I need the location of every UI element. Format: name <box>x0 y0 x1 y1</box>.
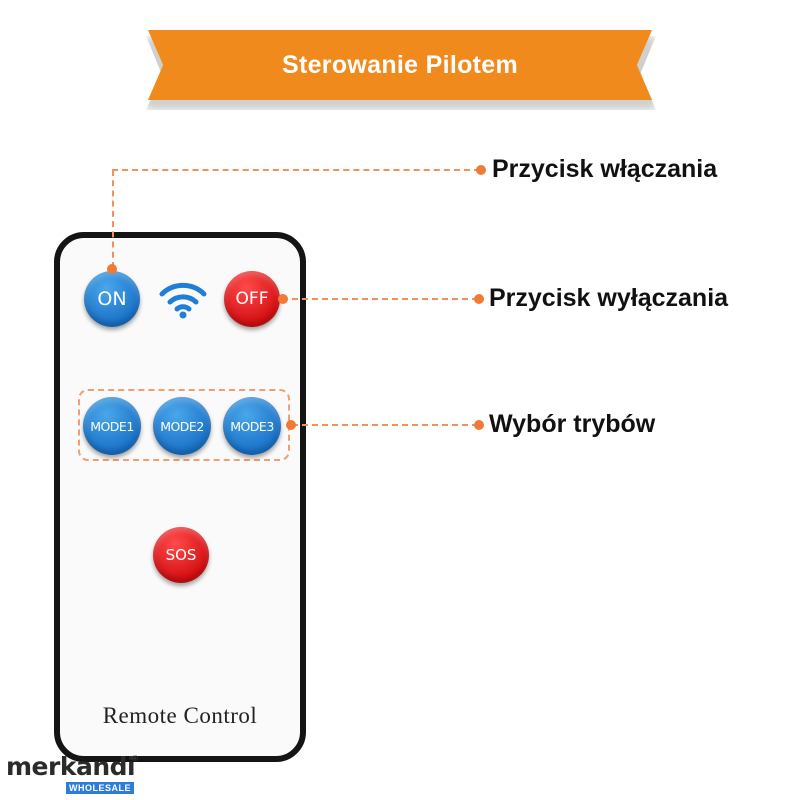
callout-on-anchor-dot <box>107 264 117 274</box>
mode1-button[interactable]: MODE1 <box>83 397 141 455</box>
logo-name: merkandi <box>6 752 136 781</box>
sos-button[interactable]: SOS <box>153 527 209 583</box>
wifi-icon <box>159 282 207 319</box>
off-button[interactable]: OFF <box>224 271 280 327</box>
off-button-label: OFF <box>235 289 269 309</box>
title-banner: Sterowanie Pilotem <box>140 28 660 110</box>
callout-off-line <box>282 298 478 300</box>
logo-registered-mark: ® <box>132 754 138 763</box>
sos-button-label: SOS <box>165 546 197 564</box>
merkandi-logo: merkandi ® WHOLESALE <box>2 752 138 796</box>
callout-modes: Wybór trybów <box>489 410 656 438</box>
callout-modes-line <box>292 424 478 426</box>
banner-title: Sterowanie Pilotem <box>281 50 518 79</box>
callout-power-on: Przycisk włączania <box>492 155 718 183</box>
callout-modes-anchor-dot <box>286 420 296 430</box>
callout-on-end-dot <box>476 165 486 175</box>
remote-label: Remote Control <box>102 703 258 728</box>
callout-off-anchor-dot <box>278 294 288 304</box>
mode2-button[interactable]: MODE2 <box>153 397 211 455</box>
callout-modes-end-dot <box>474 420 484 430</box>
mode3-button-label: MODE3 <box>230 418 274 434</box>
callout-off-end-dot <box>474 294 484 304</box>
mode1-button-label: MODE1 <box>90 418 134 434</box>
logo-badge: WHOLESALE <box>66 782 134 794</box>
mode3-button[interactable]: MODE3 <box>223 397 281 455</box>
mode2-button-label: MODE2 <box>160 418 204 434</box>
on-button[interactable]: ON <box>84 271 140 327</box>
banner-ribbon: Sterowanie Pilotem <box>148 30 652 100</box>
on-button-label: ON <box>97 288 127 310</box>
callout-power-off: Przycisk wyłączania <box>489 284 729 312</box>
callout-on-vertical-line <box>112 170 114 268</box>
callout-on-horizontal-line <box>112 169 480 171</box>
